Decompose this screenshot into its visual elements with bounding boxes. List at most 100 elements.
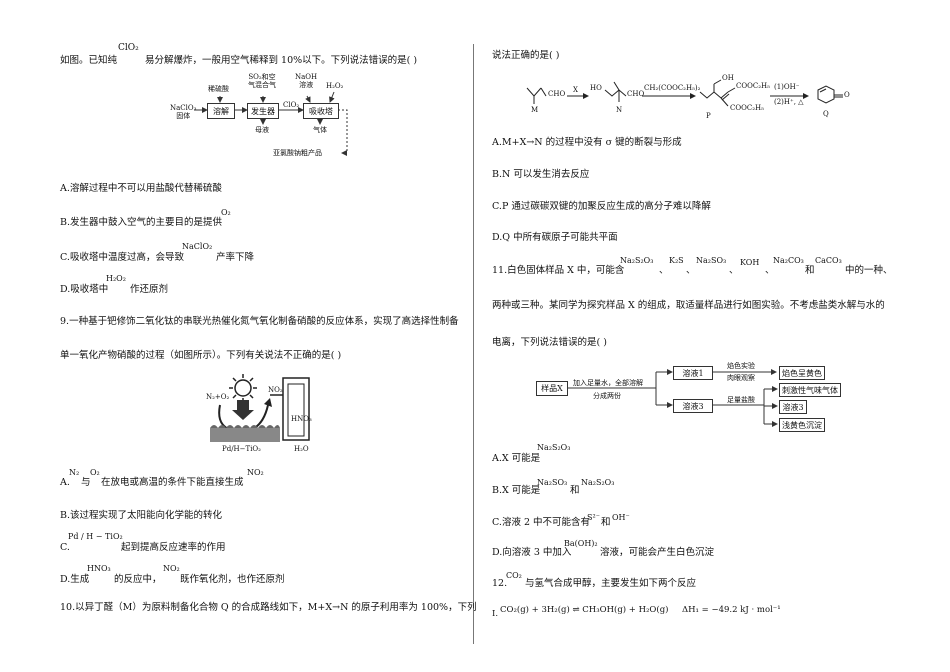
q11-sep-2: 、 xyxy=(686,265,696,276)
q9-option-a-prefix: A. xyxy=(60,477,70,488)
q9-option-a-and: 与 xyxy=(81,477,91,488)
q9-option-c-prefix: C. xyxy=(60,542,70,553)
step1-label: (1)OH⁻ xyxy=(774,83,800,91)
reactants-label: N₂+O₂ xyxy=(206,393,230,401)
q12-number: 12. xyxy=(492,578,508,589)
Q-label: Q xyxy=(823,110,829,118)
input-label: NaClO₃ 固体 xyxy=(170,104,196,120)
q9-option-a-text: 在放电或高温的条件下能直接生成 xyxy=(101,477,244,488)
result-yellow-precipitate: 浅黄色沉淀 xyxy=(779,418,825,432)
q8-stem-text-b: 易分解爆炸，一般用空气稀释到 10%以下。下列说法错误的是( ) xyxy=(145,55,418,66)
q11-option-a-text: A.X 可能是 xyxy=(492,453,541,464)
q11-stem-line3: 电离，下列说法错误的是( ) xyxy=(492,337,607,348)
hno3-label: HNO₃ xyxy=(291,415,312,423)
input-state: 固体 xyxy=(176,112,191,120)
naoh-label: NaOH 溶液 xyxy=(295,73,317,89)
q11-option-c-formula-1: S²⁻ xyxy=(587,513,600,522)
gas-mix-line2: 气混合气 xyxy=(248,81,276,89)
q10-stem-line1: 10.以异丁醛（M）为原料制备化合物 Q 的合成路线如下，M+X→N 的原子利用… xyxy=(60,602,477,613)
q11-option-b-and: 和 xyxy=(570,485,580,496)
q9-option-a-n2: N₂ xyxy=(69,468,80,477)
q10-stem-line2: 说法正确的是( ) xyxy=(492,50,560,61)
q9-option-d-hno3: HNO₃ xyxy=(87,564,111,573)
solution-1-box: 溶液1 xyxy=(673,366,713,380)
gas-out-label: 气体 xyxy=(313,126,327,134)
N-ho-label: HO xyxy=(590,84,602,92)
q10-option-d: D.Q 中所有碳原子可能共平面 xyxy=(492,232,618,243)
h2o2-label: H₂O₂ xyxy=(326,82,344,90)
Q-o-label: O xyxy=(844,91,850,99)
q9-option-d-no2: NO₂ xyxy=(163,564,180,573)
q12-equation-number: I. xyxy=(492,609,499,619)
step-b-label: 分成两份 xyxy=(593,392,621,400)
q9-option-c-text: 起到提高反应速率的作用 xyxy=(121,542,226,553)
q11-formula-4: KOH xyxy=(740,258,760,267)
visual-observe-label: 肉眼观察 xyxy=(727,374,755,382)
q8-option-c-formula: NaClO₂ xyxy=(182,242,213,251)
step-a-label: 加入足量水，全部溶解 xyxy=(573,379,643,387)
q11-formula-1: Na₂S₂O₃ xyxy=(620,256,654,265)
q11-formula-2: K₂S xyxy=(669,256,684,265)
q9-option-d-prefix: D.生成 xyxy=(60,574,90,585)
result-pungent-gas: 刺激性气味气体 xyxy=(779,383,841,397)
naoh-line1: NaOH xyxy=(295,73,318,81)
q9-option-b: B.该过程实现了太阳能向化学能的转化 xyxy=(60,510,223,521)
q8-option-c-text-b: 产率下降 xyxy=(216,252,255,263)
q8-option-d-text-a: D.吸收塔中 xyxy=(60,284,109,295)
result-yellow-flame: 焰色呈黄色 xyxy=(779,366,825,380)
N-label: N xyxy=(616,106,623,114)
sun-icon xyxy=(229,374,257,402)
q11-formula-5: Na₂CO₃ xyxy=(773,256,804,265)
P-label: P xyxy=(706,112,711,120)
result-solution-3: 溶液3 xyxy=(779,400,807,414)
acid-label: 稀硫酸 xyxy=(208,85,229,93)
q9-option-d-text-a: 的反应中， xyxy=(114,574,162,585)
q11-option-b-formula-2: Na₂S₂O₃ xyxy=(581,478,615,487)
M-label: M xyxy=(531,106,539,114)
q11-sep-4: 、 xyxy=(765,265,775,276)
step2-label: (2)H⁺, △ xyxy=(774,98,804,106)
q9-stem-line1: 9.一种基于钯修饰二氧化钛的串联光热催化氮气氧化制备硝酸的反应体系，实现了高选择… xyxy=(60,316,459,327)
absorber-box: 吸收塔 xyxy=(303,103,339,119)
q11-option-a-formula: Na₂S₂O₃ xyxy=(537,443,571,452)
P-oh-label: OH xyxy=(722,74,734,82)
q8-option-a: A.溶解过程中不可以用盐酸代替稀硫酸 xyxy=(60,183,222,194)
q10-option-b: B.N 可以发生消去反应 xyxy=(492,169,590,180)
gas-mix-line1: SO₂和空 xyxy=(248,73,276,81)
q8-stem-formula: ClO₂ xyxy=(118,43,139,53)
gas-mix-label: SO₂和空 气混合气 xyxy=(248,73,276,89)
q12-enthalpy: ΔH₁ = −49.2 kJ · mol⁻¹ xyxy=(682,605,781,615)
naoh-line2: 溶液 xyxy=(299,81,314,89)
q11-option-d-formula: Ba(OH)₂ xyxy=(564,539,598,548)
q8-option-c-text-a: C.吸收塔中温度过高，会导致 xyxy=(60,252,184,263)
q10-option-c: C.P 通过碳碳双键的加聚反应生成的高分子难以降解 xyxy=(492,201,711,212)
q9-option-a-no2: NO₂ xyxy=(247,468,264,477)
M-cho-label: CHO xyxy=(548,90,566,98)
q11-stem-tail: 中的一种、 xyxy=(845,265,893,276)
q11-option-b-text: B.X 可能是 xyxy=(492,485,541,496)
q9-stem-line2: 单一氧化产物硝酸的过程（如图所示）。下列有关说法不正确的是( ) xyxy=(60,350,342,361)
P-ester1-label: COOC₂H₅ xyxy=(736,82,770,90)
dissolve-box: 溶解 xyxy=(207,103,235,119)
q11-sep-1: 、 xyxy=(659,265,669,276)
q11-option-c-and: 和 xyxy=(601,517,611,528)
P-ester2-label: COOC₂H₅ xyxy=(730,104,764,112)
q11-option-b-formula-1: Na₂SO₃ xyxy=(537,478,568,487)
q9-option-d-text-b: 既作氧化剂，也作还原剂 xyxy=(180,574,285,585)
q11-and: 和 xyxy=(805,265,815,276)
q8-option-b-text: B.发生器中鼓入空气的主要目的是提供 xyxy=(60,217,223,228)
flame-test-label: 焰色实验 xyxy=(727,362,755,370)
q9-option-c-formula: Pd / H − TiO₂ xyxy=(68,532,123,541)
q11-option-c-text-a: C.溶液 2 中不可能含有 xyxy=(492,517,591,528)
hcl-label: 足量盐酸 xyxy=(727,396,755,404)
q11-formula-6: CaCO₃ xyxy=(815,256,842,265)
solution-3-box: 溶液3 xyxy=(673,399,713,413)
mother-liquor-label: 母液 xyxy=(255,126,269,134)
q12-formula: CO₂ xyxy=(506,571,522,580)
no2-label: NO₂ xyxy=(268,386,283,394)
q10-option-a: A.M+X→N 的过程中没有 σ 键的断裂与形成 xyxy=(492,137,682,148)
q11-stem-line2: 两种或三种。某同学为探究样品 X 的组成，取适量样品进行如图实验。不考虑盐类水解… xyxy=(492,300,885,311)
clo2-label: ClO₂ xyxy=(283,101,300,109)
